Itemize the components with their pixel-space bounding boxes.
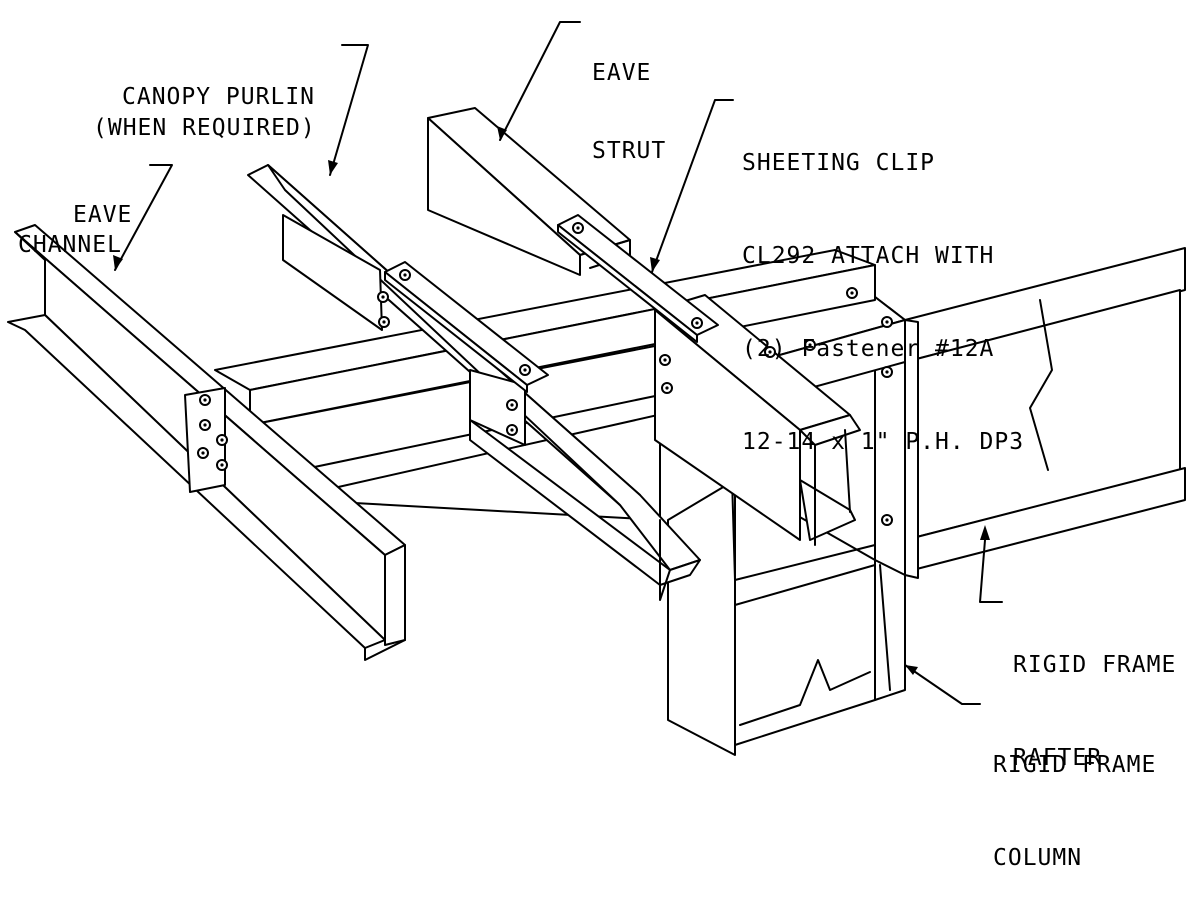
label-rigid-frame-column-line1: RIGID FRAME — [993, 752, 1157, 778]
bolt-center — [203, 398, 207, 402]
bolt-center — [768, 350, 772, 354]
label-sheeting-clip-line3: (2) Fastener #12A — [742, 336, 995, 362]
label-sheeting-clip-line1: SHEETING CLIP — [742, 150, 936, 176]
long-beam — [214, 249, 876, 521]
label-eave-channel-2: CHANNEL — [18, 180, 122, 284]
bolt-center — [220, 463, 224, 467]
sheeting-clip-left — [384, 261, 549, 393]
bolt-center — [403, 273, 407, 277]
label-canopy-purlin-line2: (WHEN REQUIRED) — [93, 115, 316, 141]
label-rigid-frame-column: RIGID FRAME COLUMN — [993, 688, 1156, 905]
label-sheeting-clip-line4: 12-14 x 1" P.H. DP3 — [742, 429, 1025, 455]
rigid-frame-rafter — [904, 247, 1186, 573]
label-eave-strut: EAVE STRUT — [592, 8, 666, 190]
bolt-center — [885, 370, 889, 374]
bolt-center — [382, 320, 386, 324]
label-sheeting-clip: SHEETING CLIP CL292 ATTACH WITH (2) Fast… — [742, 86, 1024, 489]
leader-lines — [113, 21, 1003, 705]
bolt-center — [885, 518, 889, 522]
bolt-center — [663, 358, 667, 362]
bolt-center — [523, 368, 527, 372]
label-rigid-frame-rafter-line1: RIGID FRAME — [1013, 652, 1177, 678]
bolt-center — [665, 386, 669, 390]
bolt-center — [808, 343, 812, 347]
label-eave-strut-line2: STRUT — [592, 138, 667, 164]
bolts — [197, 222, 893, 526]
bolt-center — [220, 438, 224, 442]
bolt-center — [510, 403, 514, 407]
label-eave-channel-line2: CHANNEL — [18, 232, 122, 258]
label-eave-channel-line1: EAVE — [73, 202, 133, 228]
bolt-center — [885, 320, 889, 324]
label-eave-channel: EAVE — [73, 150, 132, 254]
label-rigid-frame-rafter: RIGID FRAME RAFTER — [1013, 588, 1176, 805]
bolt-center — [510, 428, 514, 432]
sheeting-clip-right — [557, 214, 719, 343]
bolt-center — [201, 451, 205, 455]
label-canopy-purlin-line1: CANOPY PURLIN — [122, 84, 316, 110]
label-sheeting-clip-line2: CL292 ATTACH WITH — [742, 243, 995, 269]
label-rigid-frame-column-line2: COLUMN — [993, 845, 1083, 871]
bolt-center — [850, 291, 854, 295]
bolt-center — [576, 226, 580, 230]
bolt-center — [695, 321, 699, 325]
bolt-center — [381, 295, 385, 299]
eave-detail-drawing — [7, 21, 1186, 756]
eave-channel — [7, 224, 406, 661]
label-canopy-purlin: CANOPY PURLIN — [122, 32, 315, 136]
bolt-center — [203, 423, 207, 427]
label-eave-strut-line1: EAVE — [592, 60, 652, 86]
rigid-frame-column — [667, 479, 906, 756]
label-canopy-purlin-2: (WHEN REQUIRED) — [93, 63, 316, 167]
